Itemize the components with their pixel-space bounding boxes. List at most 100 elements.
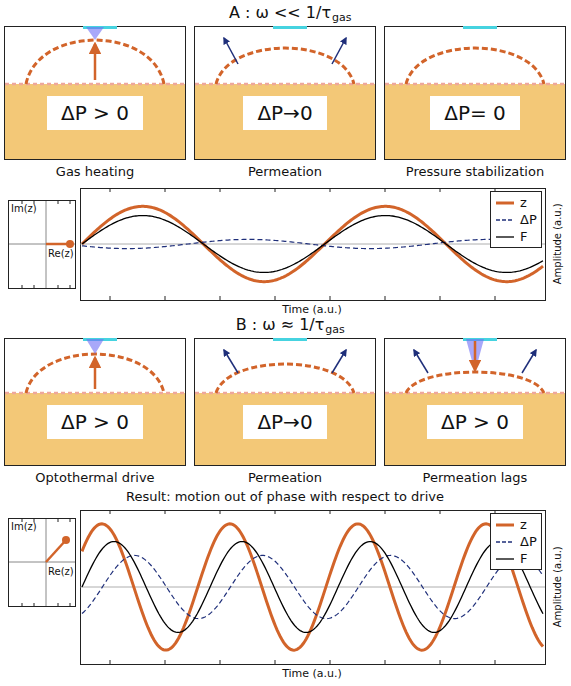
permeation-arrow — [332, 350, 346, 373]
substrate-edge — [385, 83, 565, 86]
mirror — [273, 26, 307, 29]
legend-row: F — [495, 228, 537, 245]
tick — [110, 510, 111, 514]
phasor-tip — [66, 240, 74, 248]
legend-sample — [495, 198, 515, 208]
legend-sample — [495, 215, 515, 225]
tick — [58, 519, 59, 522]
chip-frame — [5, 27, 186, 160]
pressure-curve — [82, 555, 543, 618]
mirror — [463, 26, 497, 29]
tick — [440, 188, 441, 192]
subscript: gas — [325, 324, 344, 337]
tick — [110, 296, 111, 300]
pressure-label: ΔP= 0 — [444, 101, 506, 125]
membrane — [406, 48, 544, 84]
membrane — [216, 364, 354, 393]
tick — [330, 510, 331, 514]
tick — [22, 603, 23, 606]
tick — [165, 296, 166, 300]
tick — [330, 660, 331, 664]
force-arrow — [94, 358, 97, 389]
plot-frame — [81, 511, 546, 665]
tick — [58, 201, 59, 204]
tick — [70, 603, 71, 606]
legend-sample — [495, 554, 515, 564]
axis-label: Time (a.u.) — [282, 304, 342, 317]
legend-sample — [495, 537, 515, 547]
tick — [165, 510, 166, 514]
pressure-box: ΔP→0 — [243, 405, 326, 439]
pressure-label: ΔP→0 — [257, 410, 312, 434]
permeation-arrow — [522, 350, 536, 373]
tick — [58, 285, 59, 288]
substrate-edge — [195, 392, 375, 395]
substrate — [195, 393, 375, 465]
section-title: B : ω ≈ 1/τ — [236, 316, 325, 334]
imag-axis — [46, 519, 47, 606]
legend-text: z — [520, 517, 527, 532]
tick — [70, 201, 71, 204]
drum-panel — [5, 27, 186, 160]
panel-caption: Permeation — [248, 165, 322, 180]
drum-panel — [195, 27, 376, 160]
panel-caption: Permeation — [248, 471, 322, 486]
chip-frame — [195, 27, 376, 160]
zero-line — [80, 244, 545, 245]
tick — [165, 188, 166, 192]
membrane — [26, 354, 164, 393]
substrate — [5, 84, 185, 159]
chip-frame — [385, 339, 566, 466]
tick — [22, 285, 23, 288]
panel-caption: Pressure stabilization — [406, 165, 544, 180]
tick — [34, 603, 35, 606]
section-title: A : ω << 1/τ — [229, 4, 331, 22]
pressure-box: ΔP > 0 — [47, 96, 143, 130]
subscript: gas — [332, 12, 351, 25]
tick — [58, 603, 59, 606]
permeation-arrow — [332, 38, 346, 64]
plane-frame — [9, 201, 76, 289]
membrane — [406, 372, 544, 393]
substrate — [195, 84, 375, 159]
substrate-edge — [195, 83, 375, 86]
legend-row: ΔP — [495, 211, 537, 228]
pressure-box: ΔP= 0 — [430, 96, 520, 130]
tick — [440, 510, 441, 514]
tick — [385, 188, 386, 192]
real-axis — [9, 244, 75, 245]
axis-label: Re(z) — [48, 566, 74, 578]
legend-row: z — [495, 194, 537, 211]
drum-panel — [385, 27, 566, 160]
pressure-box: ΔP→0 — [243, 96, 326, 130]
tick — [275, 188, 276, 192]
tick — [330, 188, 331, 192]
permeation-arrow — [414, 350, 428, 373]
axis-label: Re(z) — [48, 248, 74, 260]
tick — [34, 285, 35, 288]
complex-plane — [9, 519, 76, 607]
tick — [110, 660, 111, 664]
zero-line — [80, 587, 545, 588]
legend-row: z — [495, 516, 537, 533]
axis-label: Im(z) — [11, 203, 37, 215]
axis-label: Amplitude (a.u.) — [552, 546, 564, 627]
legend-text: z — [520, 195, 527, 210]
tick — [70, 285, 71, 288]
permeation-arrow — [224, 38, 238, 64]
chip-frame — [385, 27, 566, 160]
tick — [385, 510, 386, 514]
legend-text: F — [520, 551, 527, 566]
tick — [275, 510, 276, 514]
chip-frame — [5, 339, 186, 466]
drive-curve — [82, 216, 543, 273]
substrate-edge — [5, 392, 185, 395]
legend-box: zΔP F — [490, 191, 542, 248]
laser-beam — [86, 27, 104, 40]
drum-panel — [195, 339, 376, 466]
tick — [275, 660, 276, 664]
plot-frame — [81, 189, 546, 301]
legend-text: ΔP — [520, 212, 537, 227]
legend-text: F — [520, 229, 527, 244]
